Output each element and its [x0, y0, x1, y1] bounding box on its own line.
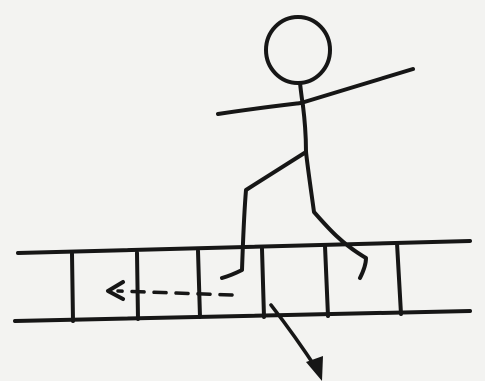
beam-rung	[397, 243, 401, 314]
beam-rung	[325, 246, 328, 316]
figure-torso	[303, 106, 306, 152]
dashed-arrow-shaft	[118, 291, 232, 295]
beam-rung	[72, 254, 73, 321]
beam-rung	[198, 251, 200, 317]
beam-rung	[262, 249, 264, 317]
beam-rung	[137, 253, 138, 319]
figure-right-leg	[306, 152, 366, 278]
figure-head	[266, 17, 330, 83]
